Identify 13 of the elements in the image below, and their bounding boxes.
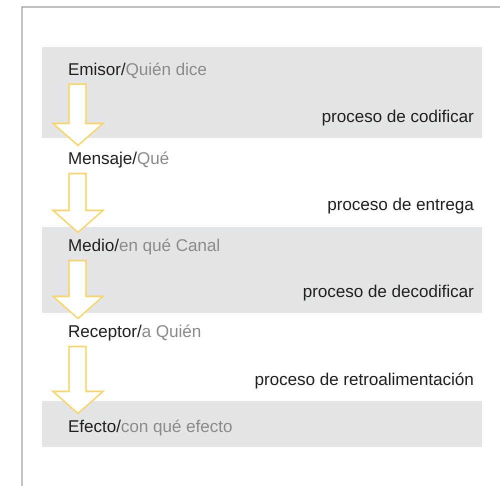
block-arrow bbox=[50, 83, 106, 147]
block-arrow bbox=[50, 346, 106, 415]
process-label: proceso de retroalimentación bbox=[256, 372, 473, 389]
step-title: Efecto/con qué efecto bbox=[69, 419, 232, 436]
process-label: proceso de codificar bbox=[322, 110, 474, 126]
block-arrow bbox=[50, 172, 106, 234]
step-title: Mensaje/Qué bbox=[69, 151, 168, 168]
process-label: proceso de entrega bbox=[328, 198, 474, 214]
step-title: Receptor/a Quién bbox=[69, 324, 200, 341]
step-title: Medio/en qué Canal bbox=[69, 238, 219, 255]
block-arrow bbox=[50, 260, 106, 320]
process-label: proceso de decodificar bbox=[304, 284, 474, 301]
step-title: Emisor/Quién dice bbox=[69, 62, 206, 78]
